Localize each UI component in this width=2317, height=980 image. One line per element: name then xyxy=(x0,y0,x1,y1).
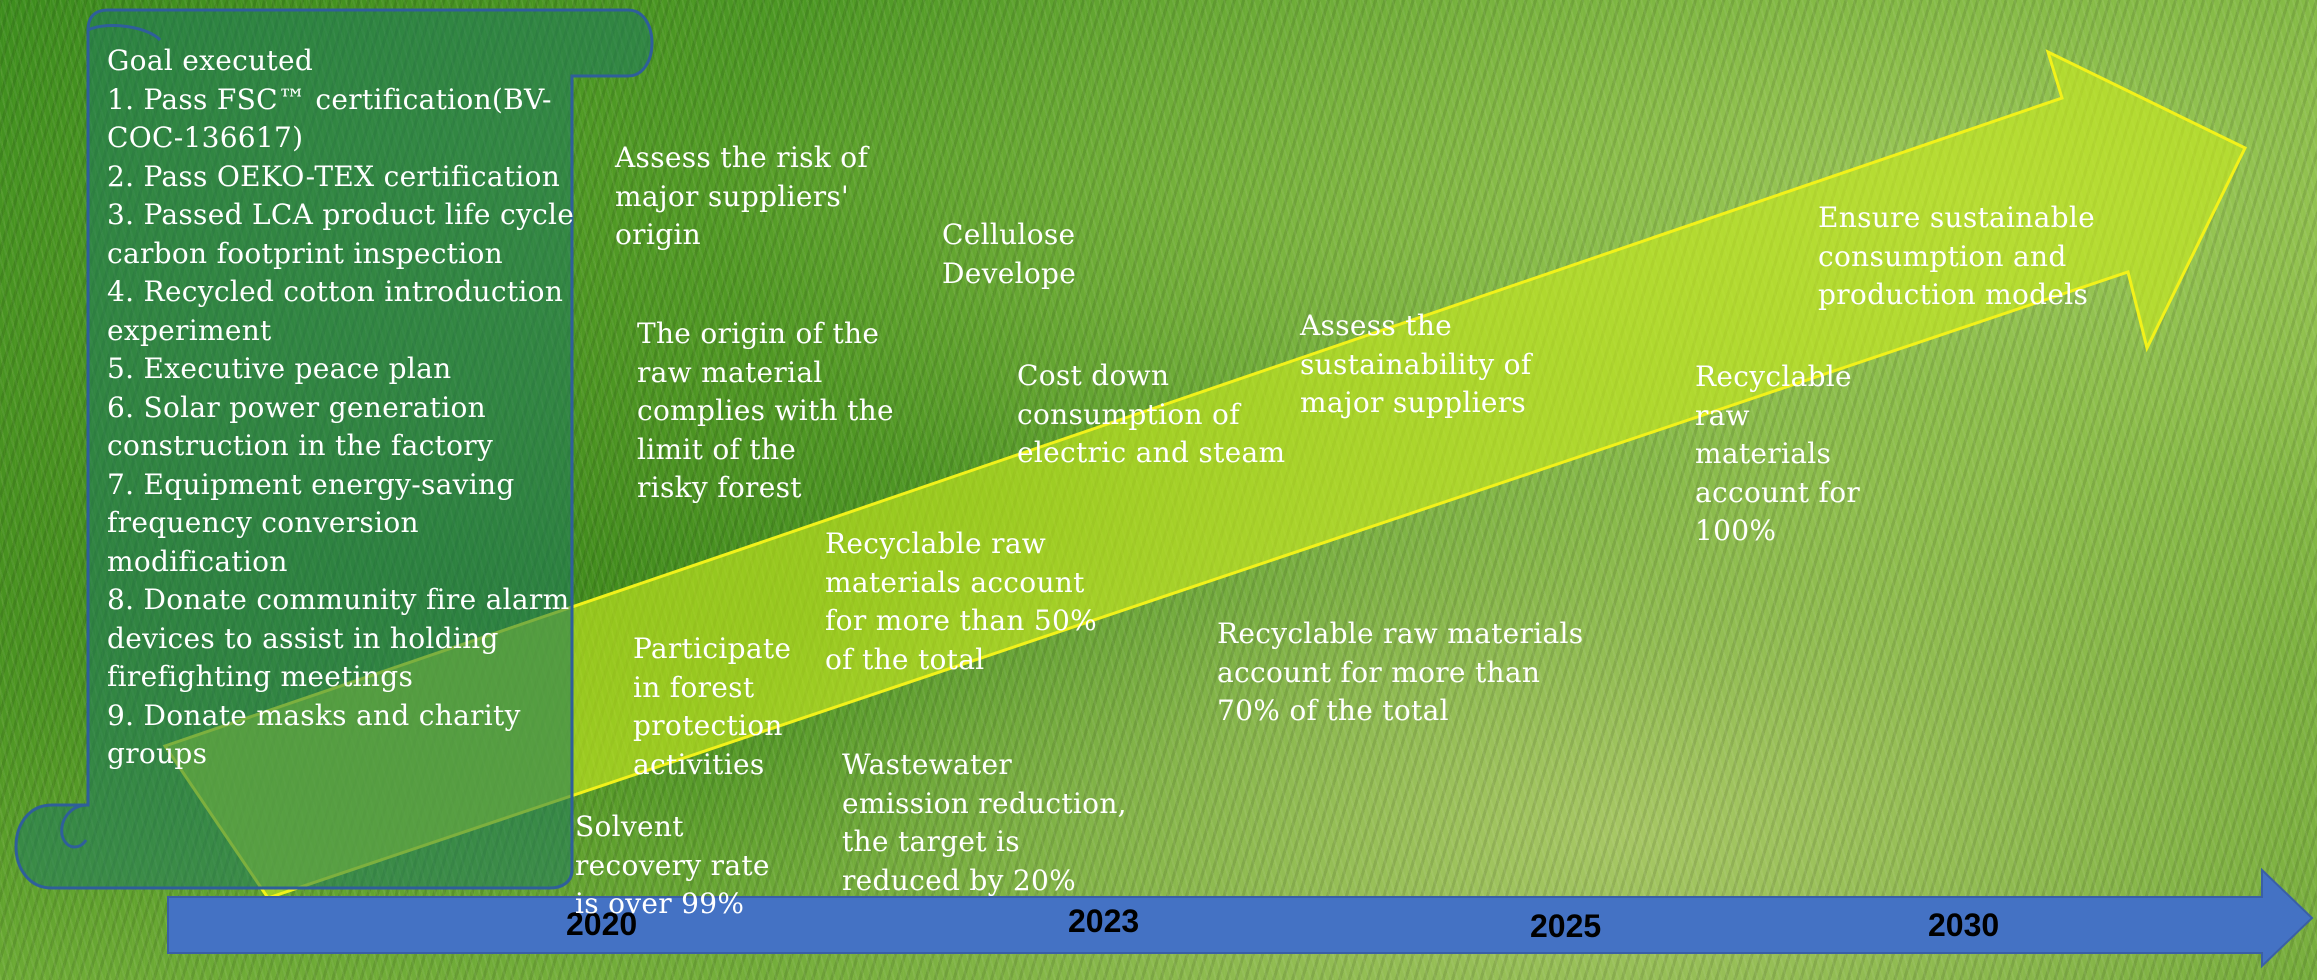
note-wastewater: Wastewater emission reduction, the targe… xyxy=(842,748,1127,897)
note-recyclable-70: Recyclable raw materials account for mor… xyxy=(1217,617,1584,727)
growth-arrow xyxy=(162,49,2248,900)
goal-item: 9. Donate masks and charity groups xyxy=(107,698,521,771)
note-recyclable-50: Recyclable raw materials account for mor… xyxy=(825,527,1098,676)
year-2023: 2023 xyxy=(1068,903,1140,939)
year-2025: 2025 xyxy=(1530,908,1602,944)
goal-item: 5. Executive peace plan xyxy=(107,352,452,385)
goal-title: Goal executed xyxy=(107,44,314,77)
goal-item: 3. Passed LCA product life cycle carbon … xyxy=(107,198,575,270)
year-2030: 2030 xyxy=(1928,907,2000,943)
goal-item: 1. Pass FSC™ certification(BV-COC-136617… xyxy=(107,82,552,155)
goal-scroll xyxy=(14,8,654,890)
note-raw-origin: The origin of the raw material complies … xyxy=(637,317,894,504)
goal-item: 2. Pass OEKO-TEX certification xyxy=(107,159,561,193)
note-recyclable-100: Recyclable raw materials account for 100… xyxy=(1695,360,1861,547)
year-2020: 2020 xyxy=(566,906,638,942)
goal-item: 6. Solar power generation construction i… xyxy=(107,390,494,463)
note-risk-origin: Assess the risk of major suppliers' orig… xyxy=(615,141,869,251)
goal-item: 8. Donate community fire alarm devices t… xyxy=(107,583,570,693)
goal-box: Goal executed 1. Pass FSC™ certification… xyxy=(107,42,577,774)
note-ensure: Ensure sustainable consumption and produ… xyxy=(1818,201,2095,311)
note-forest: Participate in forest protection activit… xyxy=(633,632,792,781)
note-cellulose: Cellulose Develope xyxy=(942,218,1077,290)
note-cost-down: Cost down consumption of electric and st… xyxy=(1017,359,1286,469)
note-sustainability: Assess the sustainability of major suppl… xyxy=(1300,309,1532,419)
goal-list: 1. Pass FSC™ certification(BV-COC-136617… xyxy=(107,81,577,774)
timeline-arrow xyxy=(167,867,2314,969)
goal-item: 7. Equipment energy-saving frequency con… xyxy=(107,467,515,578)
note-solvent: Solvent recovery rate is over 99% xyxy=(575,810,770,920)
goal-item: 4. Recycled cotton introduction experime… xyxy=(107,275,564,347)
